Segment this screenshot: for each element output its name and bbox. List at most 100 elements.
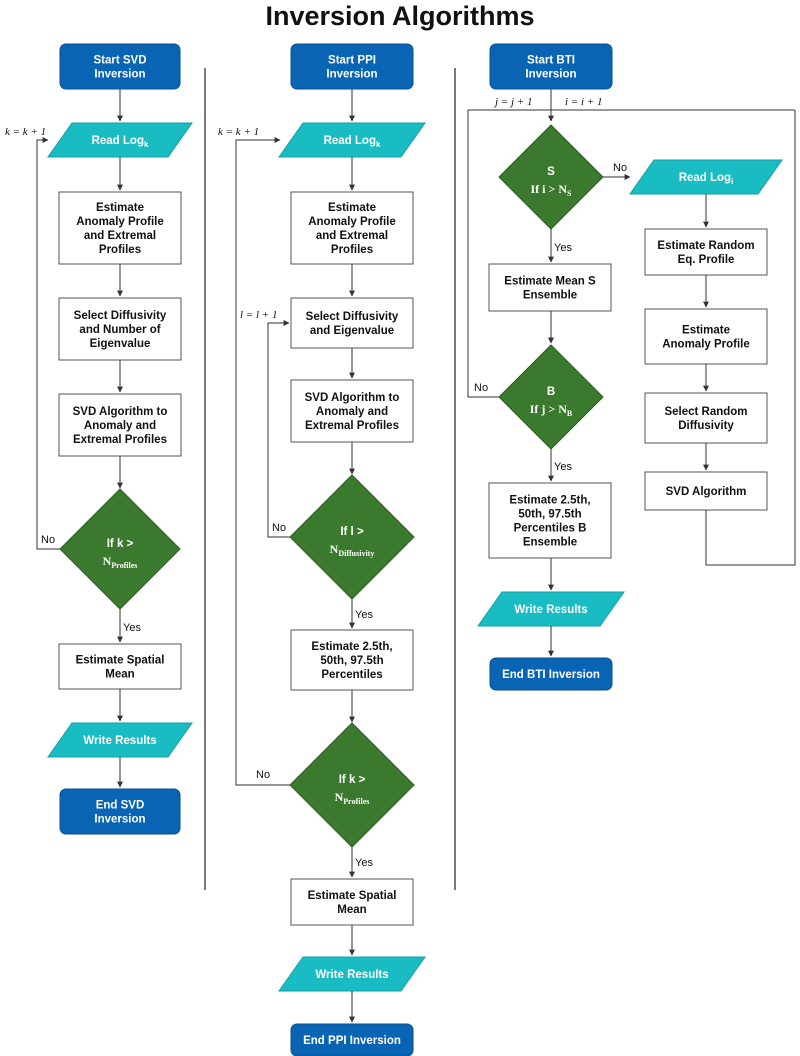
svd-algorithm-label-line: SVD Algorithm to xyxy=(73,406,168,418)
svd-no-label: No xyxy=(41,534,55,546)
ppi-read-log-label: Read Logk xyxy=(324,135,381,149)
svd-select-diffusivity-label-line: and Number of xyxy=(79,324,160,336)
svd-start-terminal-label-line: Inversion xyxy=(94,69,145,81)
ppi-no2-label: No xyxy=(256,769,270,781)
ppi-decision-profiles-limit-symbol: N xyxy=(335,790,344,804)
svd-start-terminal-label: Start SVD Inversion xyxy=(93,55,146,81)
bti-decision-b-condition: B xyxy=(547,386,555,398)
bti-end-terminal-label-main: End BTI Inversion xyxy=(502,669,600,681)
svd-spatial-mean-label-line: Mean xyxy=(105,669,134,681)
ppi-read-log-label-main: Read Log xyxy=(324,135,376,147)
ppi-svd-algorithm-label-line: SVD Algorithm to xyxy=(305,392,400,404)
svd-decision-limit-symbol: N xyxy=(103,554,112,568)
bti-no-s-label: No xyxy=(613,162,627,174)
ppi-select-diffusivity-label-line: Select Diffusivity xyxy=(306,311,399,323)
svd-estimate-anomaly-label-line: Estimate xyxy=(96,202,144,214)
bti-decision-b-limit: If j > NB xyxy=(530,402,573,418)
svd-select-diffusivity-shape xyxy=(58,297,182,361)
bti-start-terminal-label-line: Start BTI xyxy=(527,55,575,67)
svd-algorithm-label-line: Extremal Profiles xyxy=(73,434,167,446)
ppi-end-terminal-label: End PPI Inversion xyxy=(303,1035,401,1047)
svd-counter-k: k = k + 1 xyxy=(5,126,46,138)
ppi-start-terminal-shape xyxy=(290,43,414,90)
svd-start-terminal-label-line: Start SVD xyxy=(93,55,146,67)
bti-mean-s-ensemble-shape xyxy=(488,263,612,312)
bti-write-results-label: Write Results xyxy=(514,604,587,616)
ppi-svd-algorithm-label-line: Extremal Profiles xyxy=(305,420,399,432)
svd-spatial-mean-label-line: Estimate Spatial xyxy=(76,655,165,667)
ppi-end-terminal-shape xyxy=(290,1023,414,1056)
ppi-spatial-mean-label-line: Estimate Spatial xyxy=(308,890,397,902)
svd-decision-limit: NProfiles xyxy=(103,554,138,570)
bti-random-diffusivity-label-line: Diffusivity xyxy=(678,420,734,432)
bti-decision-b-label: B xyxy=(547,386,555,398)
ppi-yes1-label: Yes xyxy=(355,609,373,621)
svd-end-terminal-shape xyxy=(59,788,181,835)
ppi-decision-profiles-limit: NProfiles xyxy=(335,790,370,806)
svd-start-terminal-shape xyxy=(59,43,181,90)
bti-svd-algorithm-label: SVD Algorithm xyxy=(666,486,747,498)
bti-random-diffusivity-label-line: Select Random xyxy=(664,406,747,418)
svd-algorithm-shape xyxy=(58,393,182,457)
bti-decision-b-limit-symbol: If j > N xyxy=(530,402,568,416)
ppi-percentiles-shape xyxy=(290,629,414,691)
svd-write-results-label-main: Write Results xyxy=(83,735,156,747)
bti-read-log: Read Logi xyxy=(629,159,783,195)
bti-decision-s-condition: S xyxy=(547,166,555,178)
bti-decision-s: SIf i > NS xyxy=(498,124,604,230)
ppi-estimate-anomaly-label-line: and Extremal xyxy=(316,230,388,242)
bti-random-diffusivity-shape xyxy=(644,392,768,444)
bti-end-terminal-shape xyxy=(489,657,613,691)
svd-algorithm-label-line: Anomaly and xyxy=(84,420,156,432)
ppi-loop-k-connector xyxy=(235,137,290,786)
ppi-decision-diffusivity-limit-subscript: Diffusivity xyxy=(338,549,374,558)
ppi-start-terminal-label-line: Inversion xyxy=(326,69,377,81)
ppi-counter-k: k = k + 1 xyxy=(218,126,259,138)
ppi-read-log-label-subscript: k xyxy=(376,140,381,149)
svd-spatial-mean-shape xyxy=(58,643,182,690)
bti-percentiles-label-line: Ensemble xyxy=(523,537,577,549)
bti-mean-s-ensemble-label-line: Ensemble xyxy=(523,290,577,302)
ppi-decision-profiles-limit-subscript: Profiles xyxy=(343,797,369,806)
ppi-loop-l-connector xyxy=(267,320,290,538)
svd-write-results-shape xyxy=(47,722,193,758)
svd-estimate-anomaly-label-line: and Extremal xyxy=(84,230,156,242)
bti-counter-i: i = i + 1 xyxy=(565,96,602,108)
svd-write-results-label: Write Results xyxy=(83,735,156,747)
bti-decision-s-label: S xyxy=(547,166,555,178)
ppi-yes2-label: Yes xyxy=(355,857,373,869)
ppi-select-diffusivity-shape xyxy=(290,297,414,349)
bti-no-b-label: No xyxy=(474,382,488,394)
ppi-decision-diffusivity-limit: NDiffusivity xyxy=(330,542,375,558)
svd-estimate-anomaly-label-line: Anomaly Profile xyxy=(76,216,164,228)
svd-decision-limit-subscript: Profiles xyxy=(111,561,137,570)
svd-start-terminal: Start SVD Inversion xyxy=(59,43,181,90)
bti-svd-algorithm-label-main: SVD Algorithm xyxy=(666,486,747,498)
ppi-decision-profiles-condition: If k > xyxy=(339,774,366,786)
bti-decision-s-limit-subscript: S xyxy=(567,189,572,198)
svd-read-log-shape xyxy=(47,122,193,158)
bti-read-log-label-subscript: i xyxy=(731,177,733,186)
svd-read-log-label-subscript: k xyxy=(144,140,149,149)
svd-write-results: Write Results xyxy=(47,722,193,758)
svd-read-log-label: Read Logk xyxy=(92,135,149,149)
ppi-svd-algorithm-label-line: Anomaly and xyxy=(316,406,388,418)
